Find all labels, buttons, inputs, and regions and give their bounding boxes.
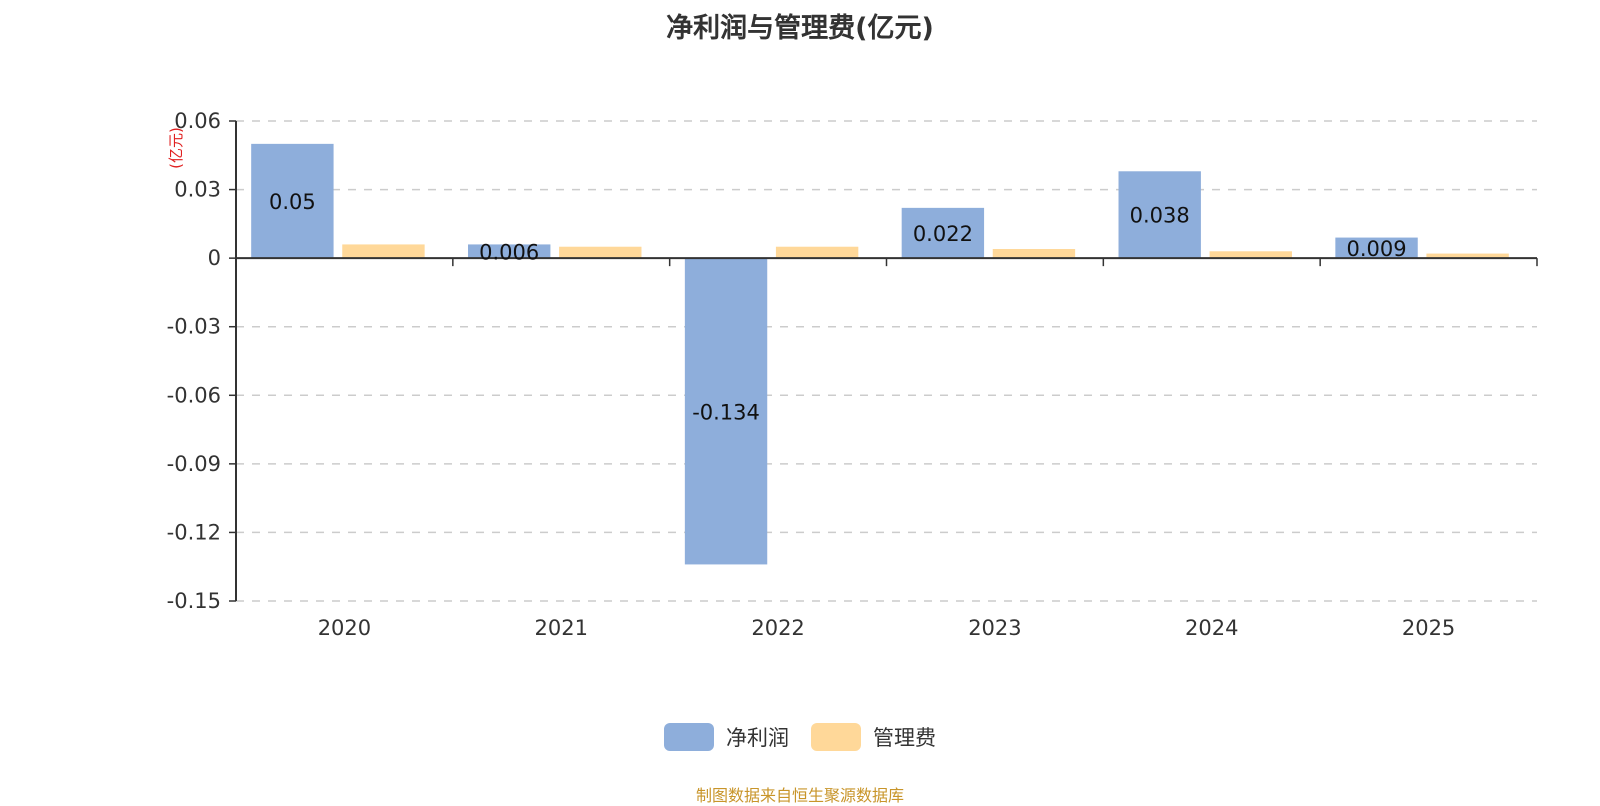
data-label: 0.022 [913, 222, 973, 246]
legend-item-net-profit[interactable]: 净利润 [664, 722, 789, 752]
bar-management-fee [1426, 253, 1509, 259]
source-footer: 制图数据来自恒生聚源数据库 [695, 786, 904, 805]
bar-net-profit [684, 258, 768, 565]
bar-net-profit [251, 143, 334, 259]
legend-swatch-net-profit [664, 723, 714, 751]
data-label: -0.134 [692, 400, 760, 424]
x-axis: 2020 2021 2022 2023 2024 2025 [235, 257, 1538, 640]
bar-management-fee [559, 246, 642, 259]
y-tick-label: -0.09 [167, 452, 221, 476]
bar-management-fee [775, 246, 859, 259]
data-labels: 0.05 0.006 -0.134 0.022 0.038 0.009 [269, 190, 1407, 424]
data-label: 0.05 [269, 190, 316, 214]
legend-swatch-management-fee [811, 723, 861, 751]
data-label: 0.009 [1346, 237, 1406, 261]
legend-label-management-fee: 管理费 [873, 726, 936, 750]
x-tick-label: 2021 [535, 616, 588, 640]
x-tick-label: 2022 [751, 616, 804, 640]
x-tick-label: 2024 [1185, 616, 1238, 640]
bars [251, 143, 1509, 565]
x-tick-label: 2023 [968, 616, 1021, 640]
data-label: 0.038 [1130, 204, 1190, 228]
y-tick-label: -0.15 [167, 589, 221, 613]
data-label: 0.006 [479, 240, 539, 264]
legend-item-management-fee[interactable]: 管理费 [811, 722, 936, 752]
y-tick-label: -0.12 [167, 520, 221, 544]
x-tick-label: 2020 [318, 616, 371, 640]
bar-net-profit [468, 244, 551, 259]
bar-net-profit [1335, 237, 1418, 259]
y-axis: 0.06 0.03 0 -0.03 -0.06 -0.09 -0.12 -0.15 [167, 109, 237, 613]
bar-management-fee [1209, 251, 1292, 259]
y-tick-label: -0.06 [167, 383, 221, 407]
chart-title: 净利润与管理费(亿元) [666, 13, 934, 44]
y-tick-label: 0 [208, 246, 221, 270]
y-tick-label: -0.03 [167, 315, 221, 339]
y-axis-label: (亿元) [167, 127, 185, 169]
bar-management-fee [342, 244, 425, 259]
bar-management-fee [992, 249, 1076, 259]
bar-net-profit [901, 207, 985, 259]
y-tick-label: 0.03 [174, 178, 221, 202]
legend: 净利润 管理费 [0, 722, 1600, 752]
y-tick-label: 0.06 [174, 109, 221, 133]
x-tick-label: 2025 [1402, 616, 1455, 640]
legend-label-net-profit: 净利润 [726, 726, 789, 750]
gridlines [236, 120, 1537, 602]
bar-net-profit [1118, 171, 1201, 259]
